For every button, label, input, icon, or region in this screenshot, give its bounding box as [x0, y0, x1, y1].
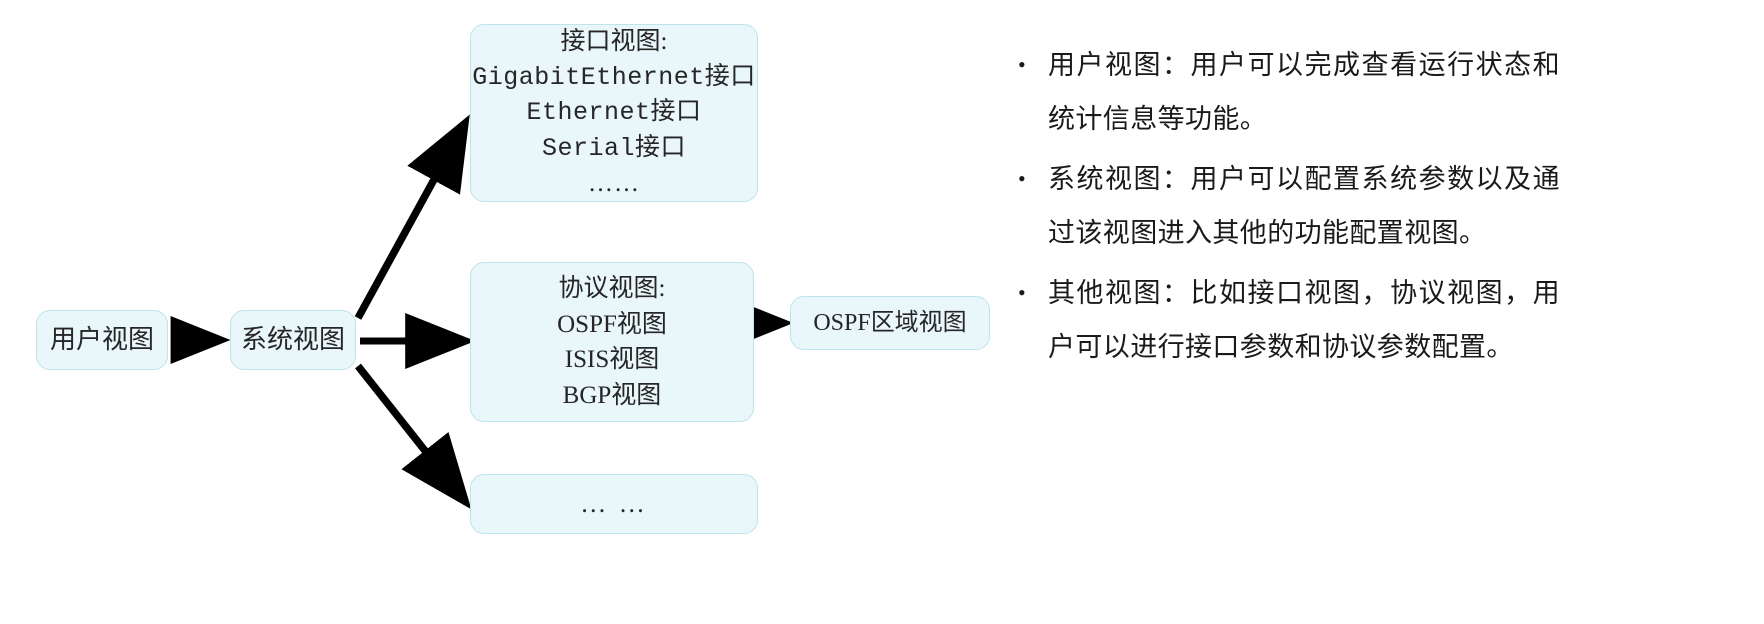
node-protocol-view-title: 协议视图:	[558, 275, 666, 302]
bullet-marker-icon: •	[1018, 166, 1026, 191]
node-system-view[interactable]: 系统视图	[230, 310, 356, 370]
bullet-marker-icon: •	[1018, 280, 1026, 305]
node-system-view-label: 系统视图	[240, 324, 345, 354]
node-protocol-view[interactable]: 协议视图: OSPF视图 ISIS视图 BGP视图	[470, 262, 754, 422]
node-user-view[interactable]: 用户视图	[36, 310, 168, 370]
arrow-system-to-etc	[355, 363, 472, 510]
node-user-view-label: 用户视图	[49, 324, 154, 354]
bullet-list: • 用户视图：用户可以完成查看运行状态和统计信息等功能。 • 系统视图：用户可以…	[1004, 38, 1560, 380]
bullet-text-other-views: 其他视图：比如接口视图，协议视图，用户可以进行接口参数和协议参数配置。	[1048, 278, 1560, 362]
node-protocol-view-line-ospf: OSPF视图	[557, 310, 667, 338]
node-ospf-area-view[interactable]: OSPF区域视图	[790, 296, 990, 350]
node-interface-view-line-ellipsis: ……	[588, 170, 640, 198]
node-interface-view-line-gigabitethernet: GigabitEthernet接口	[472, 62, 756, 92]
node-interface-view-line-ethernet: Ethernet接口	[526, 98, 702, 128]
node-ospf-area-view-label: OSPF区域视图	[813, 309, 967, 336]
node-protocol-view-line-bgp: BGP视图	[562, 381, 662, 409]
bullet-item-system-view: • 系统视图：用户可以配置系统参数以及通过该视图进入其他的功能配置视图。	[1004, 152, 1560, 260]
node-interface-view-line-serial: Serial接口	[542, 133, 687, 163]
node-etc-view[interactable]: … …	[470, 474, 758, 534]
node-interface-view[interactable]: 接口视图: GigabitEthernet接口 Ethernet接口 Seria…	[470, 24, 758, 202]
arrow-system-to-interface	[354, 114, 470, 320]
bullet-marker-icon: •	[1018, 52, 1026, 77]
node-interface-view-title: 接口视图:	[560, 28, 668, 56]
bullet-text-user-view: 用户视图：用户可以完成查看运行状态和统计信息等功能。	[1048, 50, 1560, 134]
bullet-item-other-views: • 其他视图：比如接口视图，协议视图，用户可以进行接口参数和协议参数配置。	[1004, 266, 1560, 374]
bullet-text-system-view: 系统视图：用户可以配置系统参数以及通过该视图进入其他的功能配置视图。	[1048, 164, 1560, 248]
node-protocol-view-line-isis: ISIS视图	[564, 346, 660, 373]
node-etc-view-label: … …	[580, 488, 648, 518]
bullet-item-user-view: • 用户视图：用户可以完成查看运行状态和统计信息等功能。	[1004, 38, 1560, 146]
